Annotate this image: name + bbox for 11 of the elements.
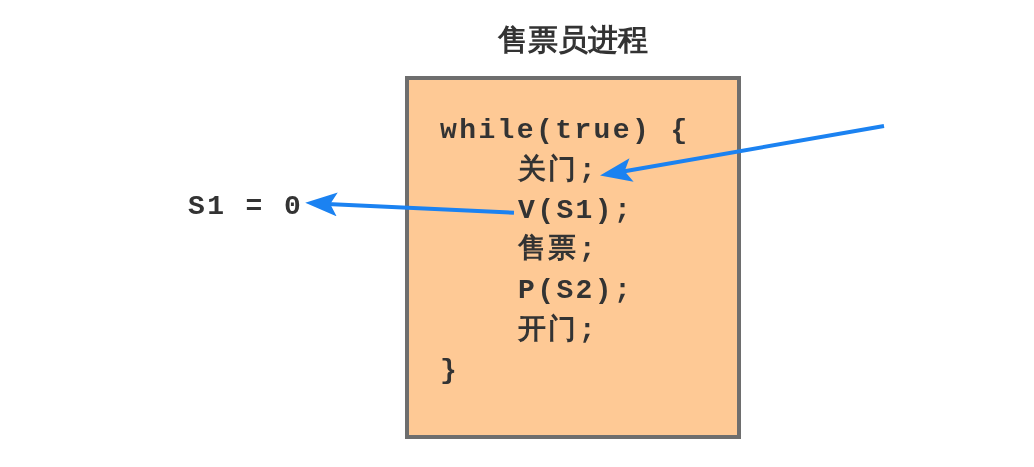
code-line: P(S2); xyxy=(518,274,634,308)
arrow xyxy=(305,192,515,217)
code-line: 开门; xyxy=(518,314,598,348)
code-line: V(S1); xyxy=(518,194,634,228)
code-line: 售票; xyxy=(518,233,598,267)
box-title: 售票员进程 xyxy=(498,21,648,59)
code-text: S1 = 0 xyxy=(188,190,304,224)
code-line: while(true) { xyxy=(440,114,690,148)
arrow xyxy=(600,124,885,182)
code-line: } xyxy=(440,354,460,388)
code-line: 关门; xyxy=(518,154,598,188)
